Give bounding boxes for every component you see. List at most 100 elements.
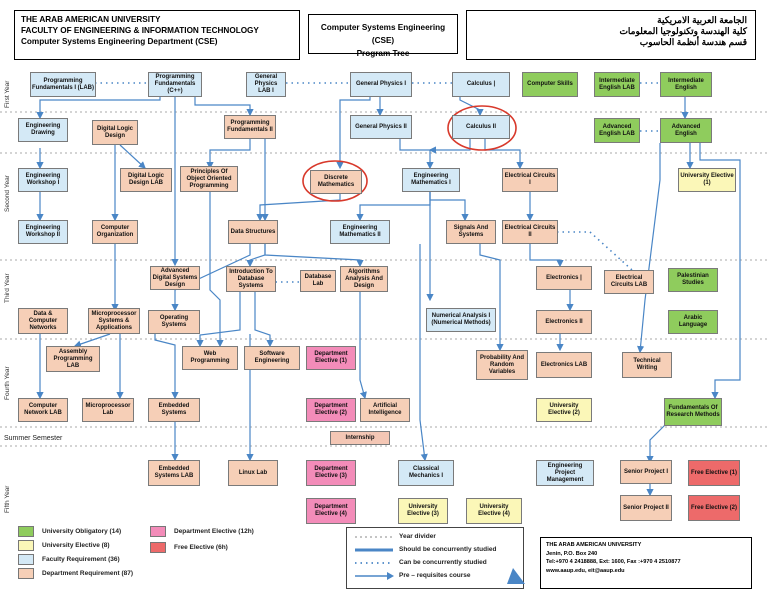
year-label-first: First Year [4,80,11,108]
course-box[interactable]: Engineering Workshop II [18,220,68,244]
legend-faculty: Faculty Requirement (36) [42,556,120,563]
course-box[interactable]: Artificial Intelligence [360,398,410,422]
course-box[interactable]: Electronics II [536,310,592,334]
course-box[interactable]: Probability And Random Variables [476,350,528,380]
course-box[interactable]: Introduction To Database Systems [226,266,276,292]
line-key: Year divider Should be concurrently stud… [346,527,525,589]
course-box[interactable]: Computer Organization [92,220,138,244]
department-name-ar: قسم هندسة أنظمة الحاسوب [639,37,747,47]
course-box[interactable]: Intermediate English [660,72,712,97]
course-box[interactable]: Digital Logic Design LAB [120,168,172,192]
concurrent-links [95,82,660,283]
course-box[interactable]: Calculus | [452,72,510,97]
legend-swatch-faculty [18,554,34,565]
course-box[interactable]: Engineering Mathematics II [330,220,390,244]
legend-swatch-free-elective [150,542,166,553]
header-program: Computer Systems Engineering (CSE) Progr… [308,14,458,58]
course-box[interactable]: Database Lab [300,270,336,292]
course-box[interactable]: Advanced English LAB [594,118,640,143]
course-box[interactable]: Free Elective (1) [688,460,740,486]
course-box[interactable]: Electrical Circuits LAB [604,270,654,294]
course-box[interactable]: Programming Fundamentals (C++) [148,72,202,97]
header-university-ar: الجامعة العربية الامريكية كلية الهندسة و… [466,10,756,60]
course-box[interactable]: Assembly Programming LAB [46,346,100,372]
course-box[interactable]: Free Elective (2) [688,495,740,521]
course-box[interactable]: Fundamentals Of Research Methods [664,398,722,426]
key-prerequisite: Pre – requisites course [399,572,471,579]
course-box[interactable]: University Elective (3) [398,498,448,524]
course-box[interactable]: Computer Network LAB [18,398,68,422]
course-box[interactable]: Electronics | [536,266,592,290]
course-box[interactable]: Senior Project I [620,460,672,484]
course-box[interactable]: Algorithms Analysis And Design [340,266,388,292]
course-box[interactable]: Senior Project II [620,495,672,521]
course-box[interactable]: Advanced English [660,118,712,143]
course-box[interactable]: Department Elective (3) [306,460,356,486]
course-box[interactable]: Operating Systems [148,310,200,334]
year-dividers [0,111,768,447]
course-box[interactable]: Intermediate English LAB [594,72,640,97]
year-label-fourth: Fourth Year [4,366,11,400]
course-box[interactable]: Microprocessor Lab [82,398,134,422]
program-tree-title: Program Tree [356,49,410,58]
course-box[interactable]: Web Programming [182,346,238,370]
course-box[interactable]: Department Elective (1) [306,346,356,370]
contact-web[interactable]: www.aaup.edu, eit@aaup.edu [546,567,625,574]
faculty-name: FACULTY OF ENGINEERING & INFORMATION TEC… [21,26,259,35]
course-box[interactable]: Electronics LAB [536,352,592,378]
course-box[interactable]: Linux Lab [228,460,278,486]
course-box[interactable]: General Physics I [350,72,412,97]
course-box[interactable]: Classical Mechanics I [398,460,454,486]
legend-department: Department Requirement (87) [42,570,134,577]
course-box[interactable]: Embedded Systems [148,398,200,422]
course-box[interactable]: Palestinian Studies [668,268,718,292]
course-box[interactable]: Principles Of Object Oriented Programmin… [180,166,238,192]
course-box[interactable]: Digital Logic Design [92,120,138,145]
key-can-concurrent: Can be concurrently studied [399,559,487,566]
course-box[interactable]: Electrical Circuits I [502,168,558,192]
legend-swatch-dept-elective [150,526,166,537]
course-box[interactable]: Computer Skills [522,72,578,97]
course-box[interactable]: General Physics LAB I [246,72,286,97]
course-box[interactable]: Microprocessor Systems & Applications [88,308,140,334]
course-box[interactable]: University Elective (2) [536,398,592,422]
course-box[interactable]: Programming Fundamentals II [224,115,276,139]
course-box[interactable]: Signals And Systems [446,220,496,244]
contact-box: THE ARAB AMERICAN UNIVERSITY Jenin, P.O.… [540,537,752,589]
course-box[interactable]: University Elective (1) [678,168,736,192]
legend-uni-elective: University Elective (8) [42,542,110,549]
year-label-fifth: Fifth Year [4,485,11,513]
course-box[interactable]: Engineering Workshop I [18,168,68,192]
course-box[interactable]: Engineering Mathematics I [402,168,460,192]
prereq-arrows [36,97,741,497]
legend-dept-elective: Department Elective (12h) [174,528,254,535]
course-box[interactable]: Data Structures [228,220,278,244]
highlight-circles [302,105,517,202]
course-box[interactable]: Numerical Analysis I (Numerical Methods) [426,308,496,332]
course-box[interactable]: Programming Fundamentals I (LAB) [30,72,96,97]
course-box[interactable]: Embedded Systems LAB [148,460,200,486]
course-box[interactable]: Arabic Language [668,310,718,334]
key-year-divider: Year divider [399,533,436,540]
course-box[interactable]: Advanced Digital Systems Design [150,266,200,290]
line-key-samples [355,536,525,584]
faculty-name-ar: كلية الهندسة وتكنولوجيا المعلومات [619,26,747,36]
department-name: Computer Systems Engineering Department … [21,37,218,46]
course-box[interactable]: General Physics II [350,115,412,139]
course-box[interactable]: Technical Writing [622,352,672,378]
course-box[interactable]: Department Elective (4) [306,498,356,524]
course-box[interactable]: Department Elective (2) [306,398,356,422]
course-box[interactable]: Discrete Mathematics [310,170,362,194]
course-box[interactable]: Engineering Drawing [18,118,68,142]
course-box[interactable]: Data & Computer Networks [18,308,68,334]
course-box[interactable]: University Elective (4) [466,498,522,524]
year-label-second: Second Year [4,175,11,212]
course-box[interactable]: Calculus II [452,115,510,139]
legend-swatch-uni-obligatory [18,526,34,537]
course-box[interactable]: Software Engineering [244,346,300,370]
course-box[interactable]: Engineering Project Management [536,460,594,486]
legend-uni-obligatory: University Obligatory (14) [42,528,122,535]
course-box[interactable]: Electrical Circuits II [502,220,558,244]
course-box[interactable]: Internship [330,431,390,445]
